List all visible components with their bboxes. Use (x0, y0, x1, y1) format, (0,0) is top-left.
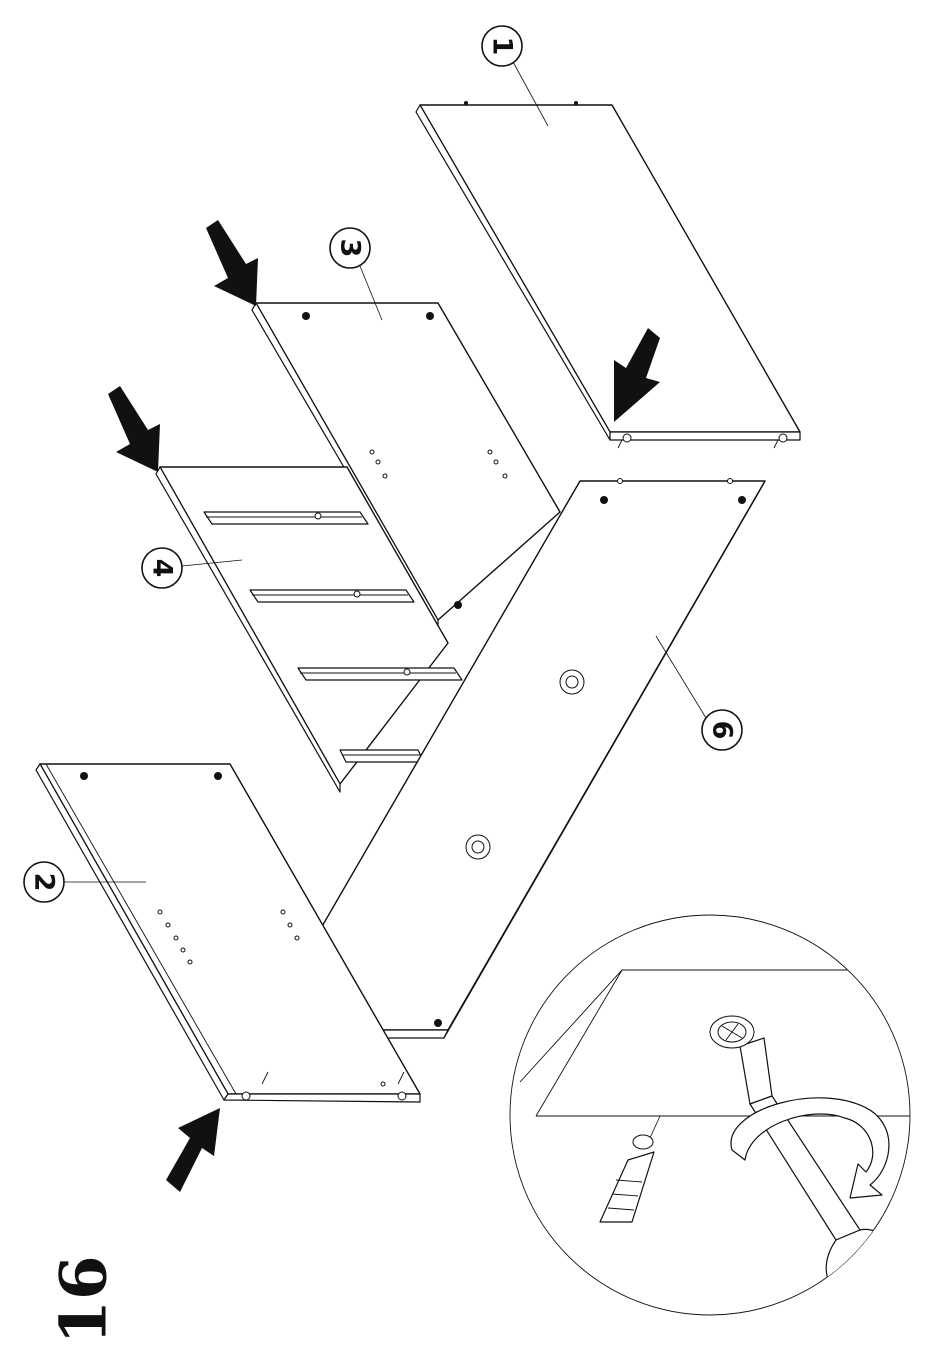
callout-label-4: 4 (147, 559, 178, 578)
callout-label-6: 6 (707, 721, 738, 740)
callout-label-3: 3 (335, 239, 366, 258)
arrow-into-panel-4 (108, 386, 160, 472)
arrow-into-panel-3 (206, 220, 258, 306)
cam-lock-housing-2 (466, 835, 490, 859)
callout-part-2: 2 (24, 862, 64, 902)
callout-label-2: 2 (29, 873, 60, 892)
callout-part-3: 3 (330, 228, 370, 268)
cam-lock-icon (710, 1016, 754, 1048)
drawer-rail-4 (340, 750, 424, 762)
step-number-text: 16 (47, 1255, 122, 1344)
arrow-into-panel-2 (166, 1108, 220, 1192)
detail-inset (510, 915, 950, 1315)
callout-part-6: 6 (702, 710, 742, 750)
drawer-rail-3 (298, 668, 462, 680)
drawer-rail-2 (250, 590, 414, 602)
cam-lock-housing-1 (560, 670, 584, 694)
drawer-rail-1 (204, 512, 368, 524)
callout-label-1: 1 (487, 37, 518, 56)
callout-part-1: 1 (482, 26, 522, 66)
step-number: 16 (47, 1255, 122, 1344)
callout-part-4: 4 (142, 548, 182, 588)
